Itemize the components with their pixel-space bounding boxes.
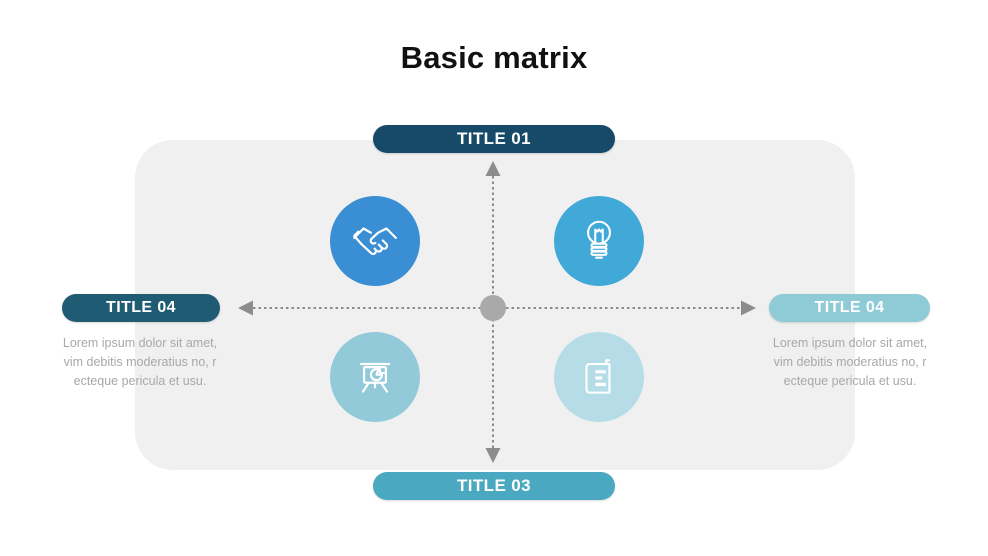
title-03-pill: TITLE 03 xyxy=(373,472,615,500)
title-01-pill: TITLE 01 xyxy=(373,125,615,153)
description-right-line: Lorem ipsum dolor sit amet, xyxy=(772,336,928,350)
quadrant-circle-top-right xyxy=(554,196,644,286)
description-right-line: ecteque pericula et usu. xyxy=(783,374,917,388)
handshake-icon xyxy=(350,216,400,266)
description-left: Lorem ipsum dolor sit amet, vim debitis … xyxy=(49,334,231,391)
description-left-line: ecteque pericula et usu. xyxy=(73,374,207,388)
quadrant-circle-bottom-right xyxy=(554,332,644,422)
title-01-label: TITLE 01 xyxy=(456,129,532,148)
description-left-line: Lorem ipsum dolor sit amet, xyxy=(62,336,218,350)
presentation-chart-icon xyxy=(350,352,400,402)
book-icon xyxy=(574,352,624,402)
title-04-right-pill: TITLE 04 xyxy=(769,294,930,322)
description-right-line: vim debitis moderatius no, r xyxy=(773,355,927,369)
title-04-left-label: TITLE 04 xyxy=(106,299,176,316)
description-right: Lorem ipsum dolor sit amet, vim debitis … xyxy=(759,334,941,391)
title-04-right-label: TITLE 04 xyxy=(814,299,885,316)
quadrant-circle-top-left xyxy=(330,196,420,286)
title-03-label: TITLE 03 xyxy=(456,476,532,495)
slide-title: Basic matrix xyxy=(400,40,588,75)
lightbulb-icon xyxy=(574,216,624,266)
description-left-line: vim debitis moderatius no, r xyxy=(63,355,217,369)
quadrant-circle-bottom-left xyxy=(330,332,420,422)
title-04-left-pill: TITLE 04 xyxy=(62,294,220,322)
matrix-background xyxy=(135,140,855,470)
